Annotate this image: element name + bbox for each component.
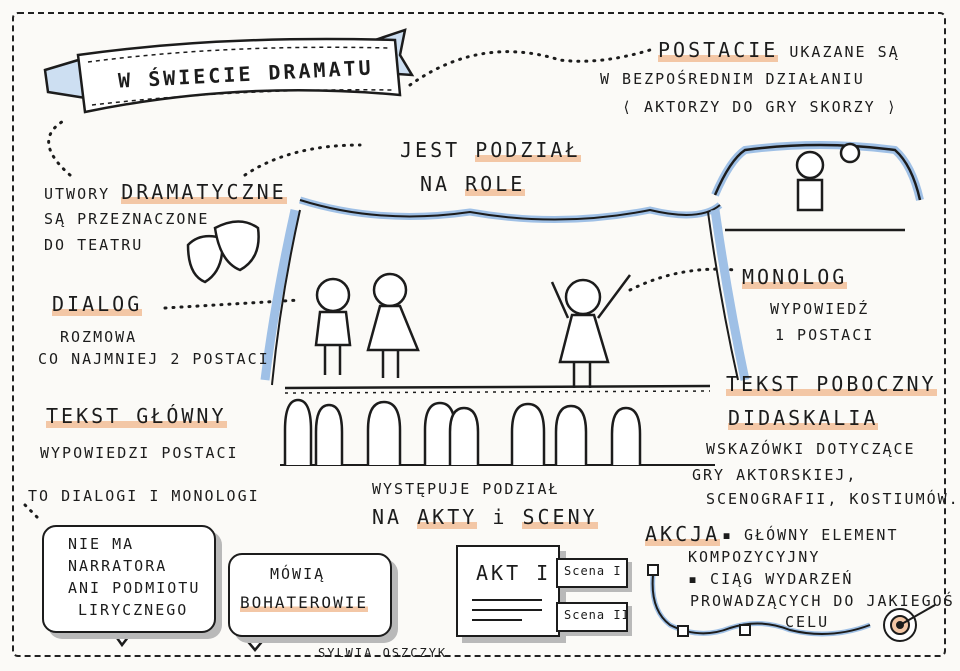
side-text-line3: WSKAZÓWKI DOTYCZĄCE [706, 440, 916, 458]
main-text-head: TEKST GŁÓWNY [46, 404, 227, 428]
utwory-l1a: UTWORY [44, 185, 111, 203]
action-b1a: ▪ GŁÓWNY ELEMENT [722, 526, 899, 544]
acts-akty: AKTY [417, 505, 478, 529]
roles-role: ROLE [465, 172, 526, 196]
act-card: AKT I [456, 545, 560, 637]
postacie-line2: W BEZPOŚREDNIM DZIAŁANIU [600, 70, 865, 88]
postacie-line3: ⟨ AKTORZY DO GRY SKORZY ⟩ [622, 98, 898, 116]
narrator-l1: NIE MA [68, 535, 135, 553]
author-signature: SYLWIA OSZCZYK [318, 646, 448, 660]
utwory-l1b: DRAMATYCZNE [121, 180, 287, 204]
utwory-line1: UTWORY DRAMATYCZNE [44, 180, 287, 204]
postacie-head: POSTACIE [658, 38, 779, 62]
heroes-l2: BOHATEROWIE [240, 593, 368, 612]
main-text-line2: WYPOWIEDZI POSTACI [40, 444, 239, 462]
roles-prefix: JEST [400, 138, 461, 162]
action-b2b: PROWADZĄCYCH DO JAKIEGOŚ [690, 592, 955, 610]
dialog-line3: CO NAJMNIEJ 2 POSTACI [38, 350, 270, 368]
acts-i: i [492, 505, 508, 529]
action-b2a: ▪ CIĄG WYDARZEŃ [688, 570, 854, 588]
dialog-head: DIALOG [52, 292, 143, 316]
audience [283, 398, 642, 465]
small-stage-icon [711, 141, 924, 232]
narrator-l3: ANI PODMIOTU [68, 579, 201, 597]
side-text-head: TEKST POBOCZNY [726, 372, 937, 396]
stage-curtain [260, 196, 750, 386]
roles-na: NA [420, 172, 451, 196]
heroes-l1: MÓWIĄ [270, 565, 326, 583]
narrator-bubble: NIE MA NARRATORA ANI PODMIOTU LIRYCZNEGO [42, 525, 216, 633]
action-b2c: CELU [785, 613, 830, 631]
side-text-line5: SCENOGRAFII, KOSTIUMÓW... [706, 490, 960, 508]
scene1-tab: Scena I [556, 558, 628, 588]
monolog-line2: WYPOWIEDŹ [770, 300, 870, 318]
side-text-line4: GRY AKTORSKIEJ, [692, 466, 858, 484]
scene2-tab: Scena II [556, 602, 630, 632]
narrator-l2: NARRATORA [68, 557, 168, 575]
side-text-sub: DIDASKALIA [728, 406, 879, 430]
stage-floor [284, 384, 711, 390]
heroes-bubble: MÓWIĄ BOHATEROWIE [228, 553, 392, 637]
title-banner [43, 28, 415, 114]
postacie-rest: UKAZANE SĄ [789, 43, 900, 61]
acts-na: NA [372, 505, 403, 529]
monolog-line3: 1 POSTACI [775, 326, 875, 344]
action-diagram [647, 564, 936, 642]
main-text-line3: TO DIALOGI I MONOLOGI [28, 487, 260, 505]
theatre-masks-icon [186, 220, 260, 284]
roles-head: PODZIAŁ [475, 138, 581, 162]
utwory-line2: SĄ PRZEZNACZONE [44, 210, 210, 228]
roles-line2: NA ROLE [420, 172, 526, 196]
page-border [12, 12, 946, 657]
action-head: AKCJA [645, 522, 721, 546]
roles-line1: JEST PODZIAŁ [400, 138, 581, 162]
acts-line2: NA AKTY i SCENY [372, 505, 598, 529]
postacie-line1: POSTACIE UKAZANE SĄ [658, 38, 900, 62]
acts-line1: WYSTĘPUJE PODZIAŁ [372, 480, 560, 498]
narrator-l4: LIRYCZNEGO [78, 601, 189, 619]
scene1-label: Scena I [564, 564, 622, 578]
act-label: AKT I [476, 561, 552, 585]
monolog-head: MONOLOG [742, 265, 848, 289]
actors [314, 272, 632, 388]
utwory-line3: DO TEATRU [44, 236, 144, 254]
action-b1b: KOMPOZYCYJNY [688, 548, 821, 566]
dialog-line2: ROZMOWA [60, 328, 138, 346]
scene2-label: Scena II [564, 608, 630, 622]
acts-sceny: SCENY [522, 505, 598, 529]
